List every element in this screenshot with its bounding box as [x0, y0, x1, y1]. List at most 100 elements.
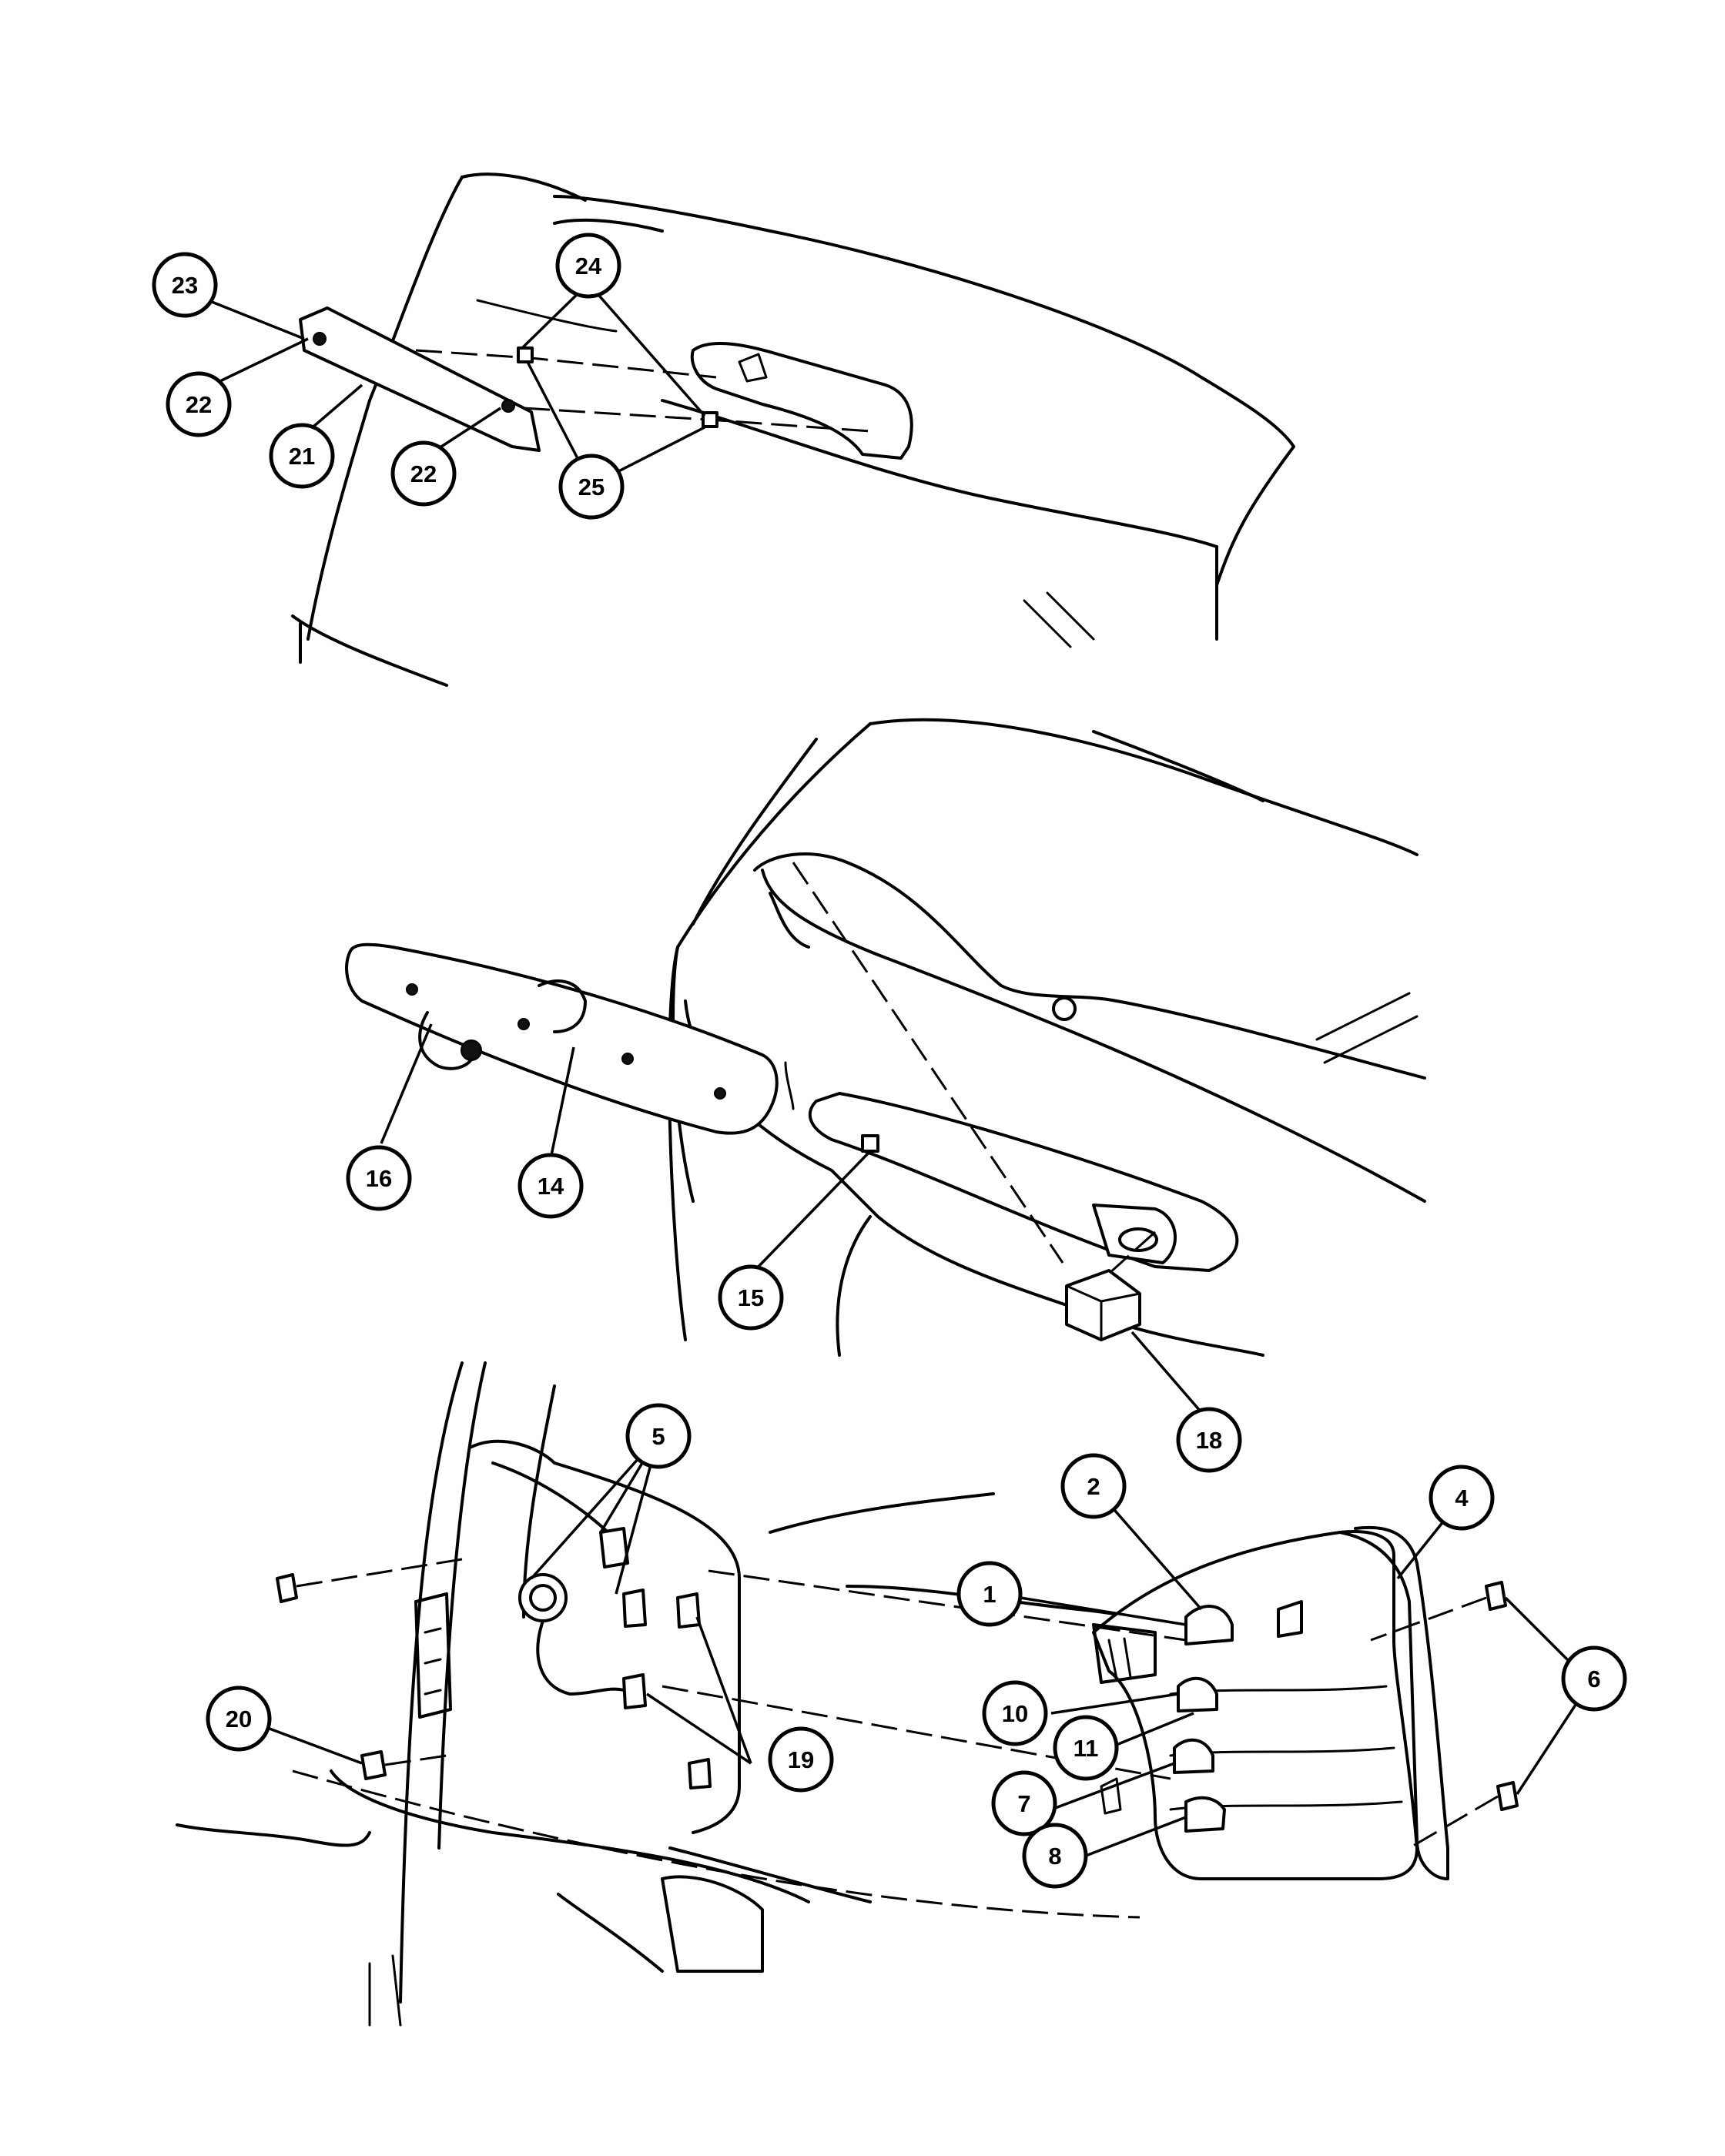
panel-lower-edge [330, 1769, 810, 1903]
applique-stud-1 [406, 983, 418, 996]
bulb-socket-7 [1173, 1738, 1214, 1774]
lamp-housing-mount [690, 342, 913, 460]
applique-stud-2 [518, 1018, 530, 1030]
callout-7-label: 7 [1017, 1790, 1030, 1817]
applique-stud-4 [714, 1087, 726, 1100]
callout-4: 4 [1429, 1465, 1495, 1531]
tail-lamp-cavity [553, 1461, 741, 1834]
callout-8: 8 [1022, 1823, 1088, 1889]
switch-part-18 [1065, 1269, 1141, 1341]
lamp-socket-housing [538, 979, 587, 1033]
callout-18-label: 18 [1196, 1427, 1222, 1454]
leader-10 [1050, 1692, 1179, 1715]
liftgate-inner-fold [836, 1215, 872, 1357]
bumper-left [176, 1823, 371, 1847]
trim-line [476, 299, 618, 333]
reflector-ribs [424, 1627, 442, 1696]
wire-harness-16 [418, 1011, 475, 1070]
bulb-socket-10 [1177, 1676, 1218, 1712]
callout-11-label: 11 [1074, 1735, 1099, 1762]
assembly-line-upper [415, 349, 717, 379]
callout-20: 20 [206, 1686, 272, 1752]
leader-7 [1050, 1762, 1175, 1811]
lock-cylinder [1118, 1227, 1158, 1252]
callout-6: 6 [1561, 1645, 1627, 1712]
assembly-line-6-lower [1408, 1795, 1499, 1850]
panel-lines [368, 1954, 402, 2027]
tail-lamp-cavity-top [491, 1461, 618, 1542]
wiper-pivot [1052, 996, 1077, 1021]
glass-corner [769, 892, 810, 949]
top-liftgate-view [291, 172, 1295, 687]
callout-2: 2 [1060, 1453, 1127, 1519]
leader-1 [1020, 1596, 1187, 1626]
callout-10-label: 10 [1002, 1700, 1028, 1727]
quarter-panel-inner [437, 1361, 487, 1850]
assembly-line-lamp-top [708, 1569, 1187, 1642]
liftgate-glass-bottom [761, 869, 1426, 1203]
harness-connector [461, 1040, 482, 1061]
bracket-part-15 [861, 1134, 879, 1153]
glass-reflection [1023, 591, 1095, 648]
lamp-socket-inner [529, 1584, 557, 1612]
callout-18: 18 [1176, 1407, 1242, 1473]
lamp-lens-part-21 [299, 306, 541, 452]
callout-25-label: 25 [578, 474, 605, 500]
spoiler-tip [1200, 376, 1295, 587]
leader-20 [269, 1727, 363, 1765]
leader-22a [203, 337, 309, 390]
wiper-line [1092, 730, 1264, 802]
leader-21 [306, 383, 363, 433]
callout-22-right-label: 22 [410, 460, 437, 487]
assembly-line-20-upper [296, 1558, 463, 1588]
glass-reflection-mid [1315, 992, 1419, 1064]
glass-inner-edge [753, 852, 1003, 987]
assembly-line-15 [792, 862, 1064, 1264]
body-outline [306, 176, 464, 641]
callout-15: 15 [718, 1264, 784, 1331]
applique-stud-3 [621, 1053, 634, 1065]
roof-edge [461, 172, 587, 202]
panel-lower-edge-2 [557, 1893, 664, 1973]
applique-bracket [784, 1061, 795, 1110]
fastener-6-upper [1485, 1581, 1507, 1611]
bottom-taillamp-view [176, 1361, 1519, 2027]
callouts: 23 24 22 21 22 25 16 14 [152, 233, 1627, 1889]
fastener-20-upper [276, 1573, 298, 1603]
clip-upper [517, 346, 534, 363]
callout-5: 5 [625, 1403, 692, 1469]
callout-11: 11 [1053, 1715, 1119, 1781]
connector-5-lower [622, 1589, 647, 1628]
tail-lamp-side [1338, 1525, 1449, 1880]
callout-22-left: 22 [166, 371, 232, 437]
roof-inner [553, 218, 664, 233]
callout-1: 1 [956, 1561, 1023, 1627]
middle-liftgate-view [345, 718, 1426, 1357]
callout-14: 14 [518, 1153, 584, 1219]
reflector-panel [414, 1592, 452, 1719]
connector-19-upper [676, 1592, 701, 1629]
callout-25: 25 [558, 454, 625, 520]
assembly-line-20-lower [384, 1754, 447, 1766]
callout-5-label: 5 [651, 1423, 665, 1450]
callout-23: 23 [152, 252, 218, 318]
tail-lamp-part-4 [1092, 1530, 1419, 1880]
connector-19-lower [622, 1673, 647, 1709]
glass-top-mid [869, 718, 1419, 856]
quarter-panel-left [399, 1361, 464, 2004]
assembly-line-lamp-lower [292, 1769, 1141, 1919]
callout-22-right: 22 [390, 440, 457, 507]
fastener-6-lower [1496, 1781, 1519, 1811]
callout-14-label: 14 [538, 1173, 564, 1200]
callout-15-label: 15 [738, 1284, 764, 1311]
callout-23-label: 23 [172, 272, 198, 299]
wire-harness-5 [536, 1619, 625, 1696]
leader-23 [207, 299, 305, 340]
leader-24b [587, 282, 706, 417]
leader-15 [753, 1150, 872, 1272]
fastener-20-lower [360, 1750, 387, 1780]
bulb-socket-8 [1184, 1796, 1226, 1833]
callout-8-label: 8 [1048, 1843, 1061, 1870]
switch-edges [1065, 1284, 1141, 1341]
